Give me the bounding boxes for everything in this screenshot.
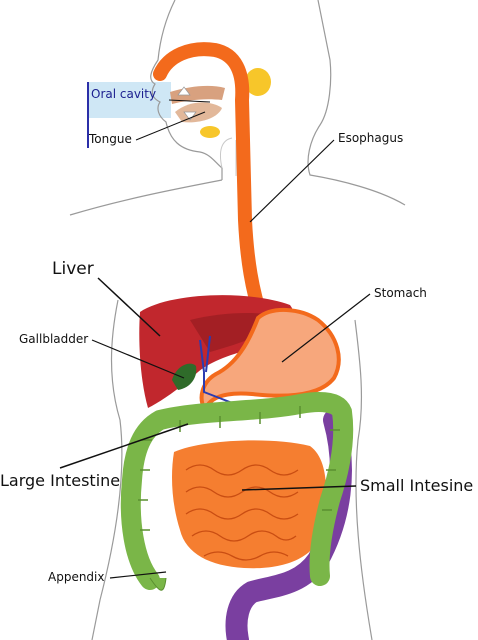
label-stomach: Stomach (374, 286, 427, 300)
leader-line-small-intestine (241, 485, 357, 491)
neck-outline (219, 137, 237, 176)
tongue-shape (175, 102, 222, 123)
leader-line-oral-cavity (168, 99, 211, 103)
shoulder-left-outline (69, 179, 223, 216)
tooth-lower (183, 111, 197, 121)
leader-line-tongue (135, 111, 206, 141)
salivary-gland-upper (245, 68, 271, 96)
leader-line-large-intestine (59, 423, 189, 469)
label-appendix: Appendix (48, 570, 105, 584)
oral-cavity-bracket (87, 118, 89, 148)
tooth-upper (177, 86, 191, 96)
stomach-shape (199, 307, 341, 415)
large-intestine-shape (120, 392, 354, 590)
label-esophagus: Esophagus (338, 131, 404, 145)
torso-right-outline (354, 319, 373, 640)
small-intestine-folds (185, 464, 299, 561)
label-gallbladder: Gallbladder (19, 332, 89, 346)
leader-line-liver (97, 277, 161, 337)
esophagus-shape (153, 42, 269, 327)
leader-line-stomach (281, 293, 371, 363)
head-outline (150, 0, 223, 180)
label-small-intestine: Small Intesine (360, 476, 474, 495)
salivary-gland-lower (200, 126, 220, 138)
leader-line-gallbladder (91, 339, 185, 379)
torso-left-outline (91, 299, 123, 640)
leader-line-esophagus (249, 139, 335, 223)
gallbladder-shape (172, 363, 197, 390)
leader-line-appendix (109, 571, 167, 579)
head-back-outline (307, 0, 406, 206)
small-intestine-shape (172, 440, 327, 569)
label-tongue: Tongue (89, 132, 132, 146)
label-liver: Liver (52, 259, 94, 279)
label-large-intestine: Large Intestine (0, 471, 121, 490)
appendix-shape (149, 577, 167, 591)
label-oral-cavity: Oral cavity (91, 87, 157, 101)
